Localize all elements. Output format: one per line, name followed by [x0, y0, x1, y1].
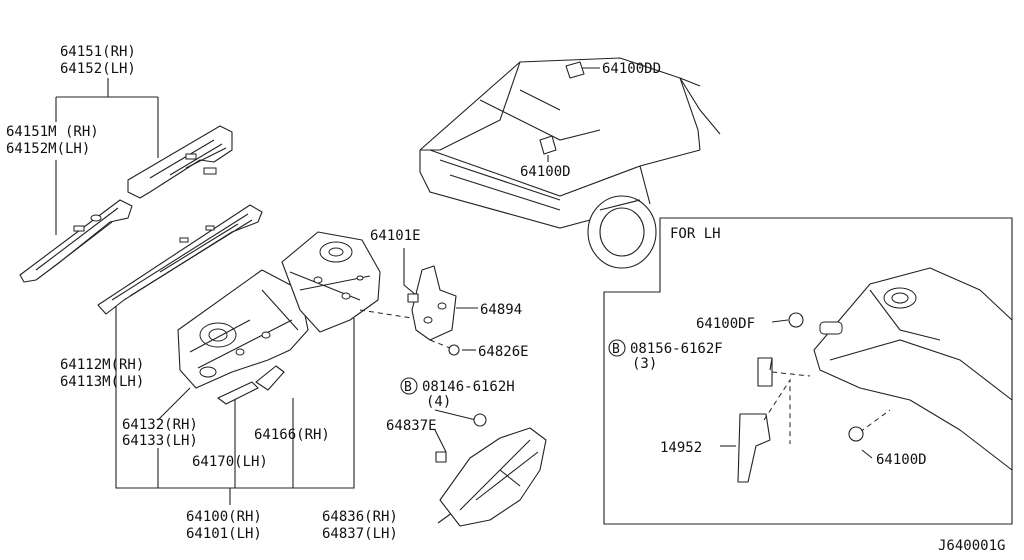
strut-tower — [281, 231, 381, 333]
label-64152m-lh: 64152M(LH) — [6, 141, 90, 157]
label-64101e: 64101E — [370, 228, 421, 244]
bolt-symbol-circle — [400, 377, 418, 395]
label-64836-rh: 64836(RH) — [322, 509, 398, 525]
label-64837e: 64837E — [386, 418, 437, 434]
bracket-64894 — [359, 265, 460, 356]
label-64100dd: 64100DD — [602, 61, 661, 77]
label-qty-3: (3) — [632, 356, 657, 372]
car-front-view — [419, 57, 721, 269]
label-64151-rh: 64151(RH) — [60, 44, 136, 60]
label-64170-lh: 64170(LH) — [192, 454, 268, 470]
upper-member — [97, 204, 263, 315]
label-08146-6162h: 08146-6162H — [422, 379, 515, 395]
label-64101-lh: 64101(LH) — [186, 526, 262, 542]
label-64100d-inset: 64100D — [876, 452, 927, 468]
inset-frame — [603, 217, 1013, 525]
label-64151m-rh: 64151M (RH) — [6, 124, 99, 140]
label-64166-rh: 64166(RH) — [254, 427, 330, 443]
bolt-symbol-b: B — [404, 380, 412, 395]
hood-ledge-reinforcement — [19, 125, 233, 283]
hoodledge-assembly — [177, 269, 309, 405]
inset-bolt-symbol-b: B — [612, 342, 620, 357]
label-64894: 64894 — [480, 302, 522, 318]
label-64133-lh: 64133(LH) — [122, 433, 198, 449]
label-64100d: 64100D — [520, 164, 571, 180]
label-64837-lh: 64837(LH) — [322, 526, 398, 542]
inset-bolt-symbol-circle — [608, 339, 626, 357]
splash-guard — [435, 413, 547, 527]
diagram-id: J640001G — [938, 538, 1005, 554]
label-64100df: 64100DF — [696, 316, 755, 332]
label-64132-rh: 64132(RH) — [122, 417, 198, 433]
inset-drawing — [720, 267, 1013, 483]
label-64100-rh: 64100(RH) — [186, 509, 262, 525]
leader-lines — [55, 67, 600, 524]
inset-title: FOR LH — [670, 226, 721, 242]
label-08156-6162f: 08156-6162F — [630, 341, 723, 357]
label-14952: 14952 — [660, 440, 702, 456]
label-64112m-rh: 64112M(RH) — [60, 357, 144, 373]
label-64826e: 64826E — [478, 344, 529, 360]
label-qty-4: (4) — [426, 394, 451, 410]
label-64152-lh: 64152(LH) — [60, 61, 136, 77]
label-64113m-lh: 64113M(LH) — [60, 374, 144, 390]
callout-labels: 64151(RH) 64152(LH) 64151M (RH) 64152M(L… — [6, 44, 1005, 554]
